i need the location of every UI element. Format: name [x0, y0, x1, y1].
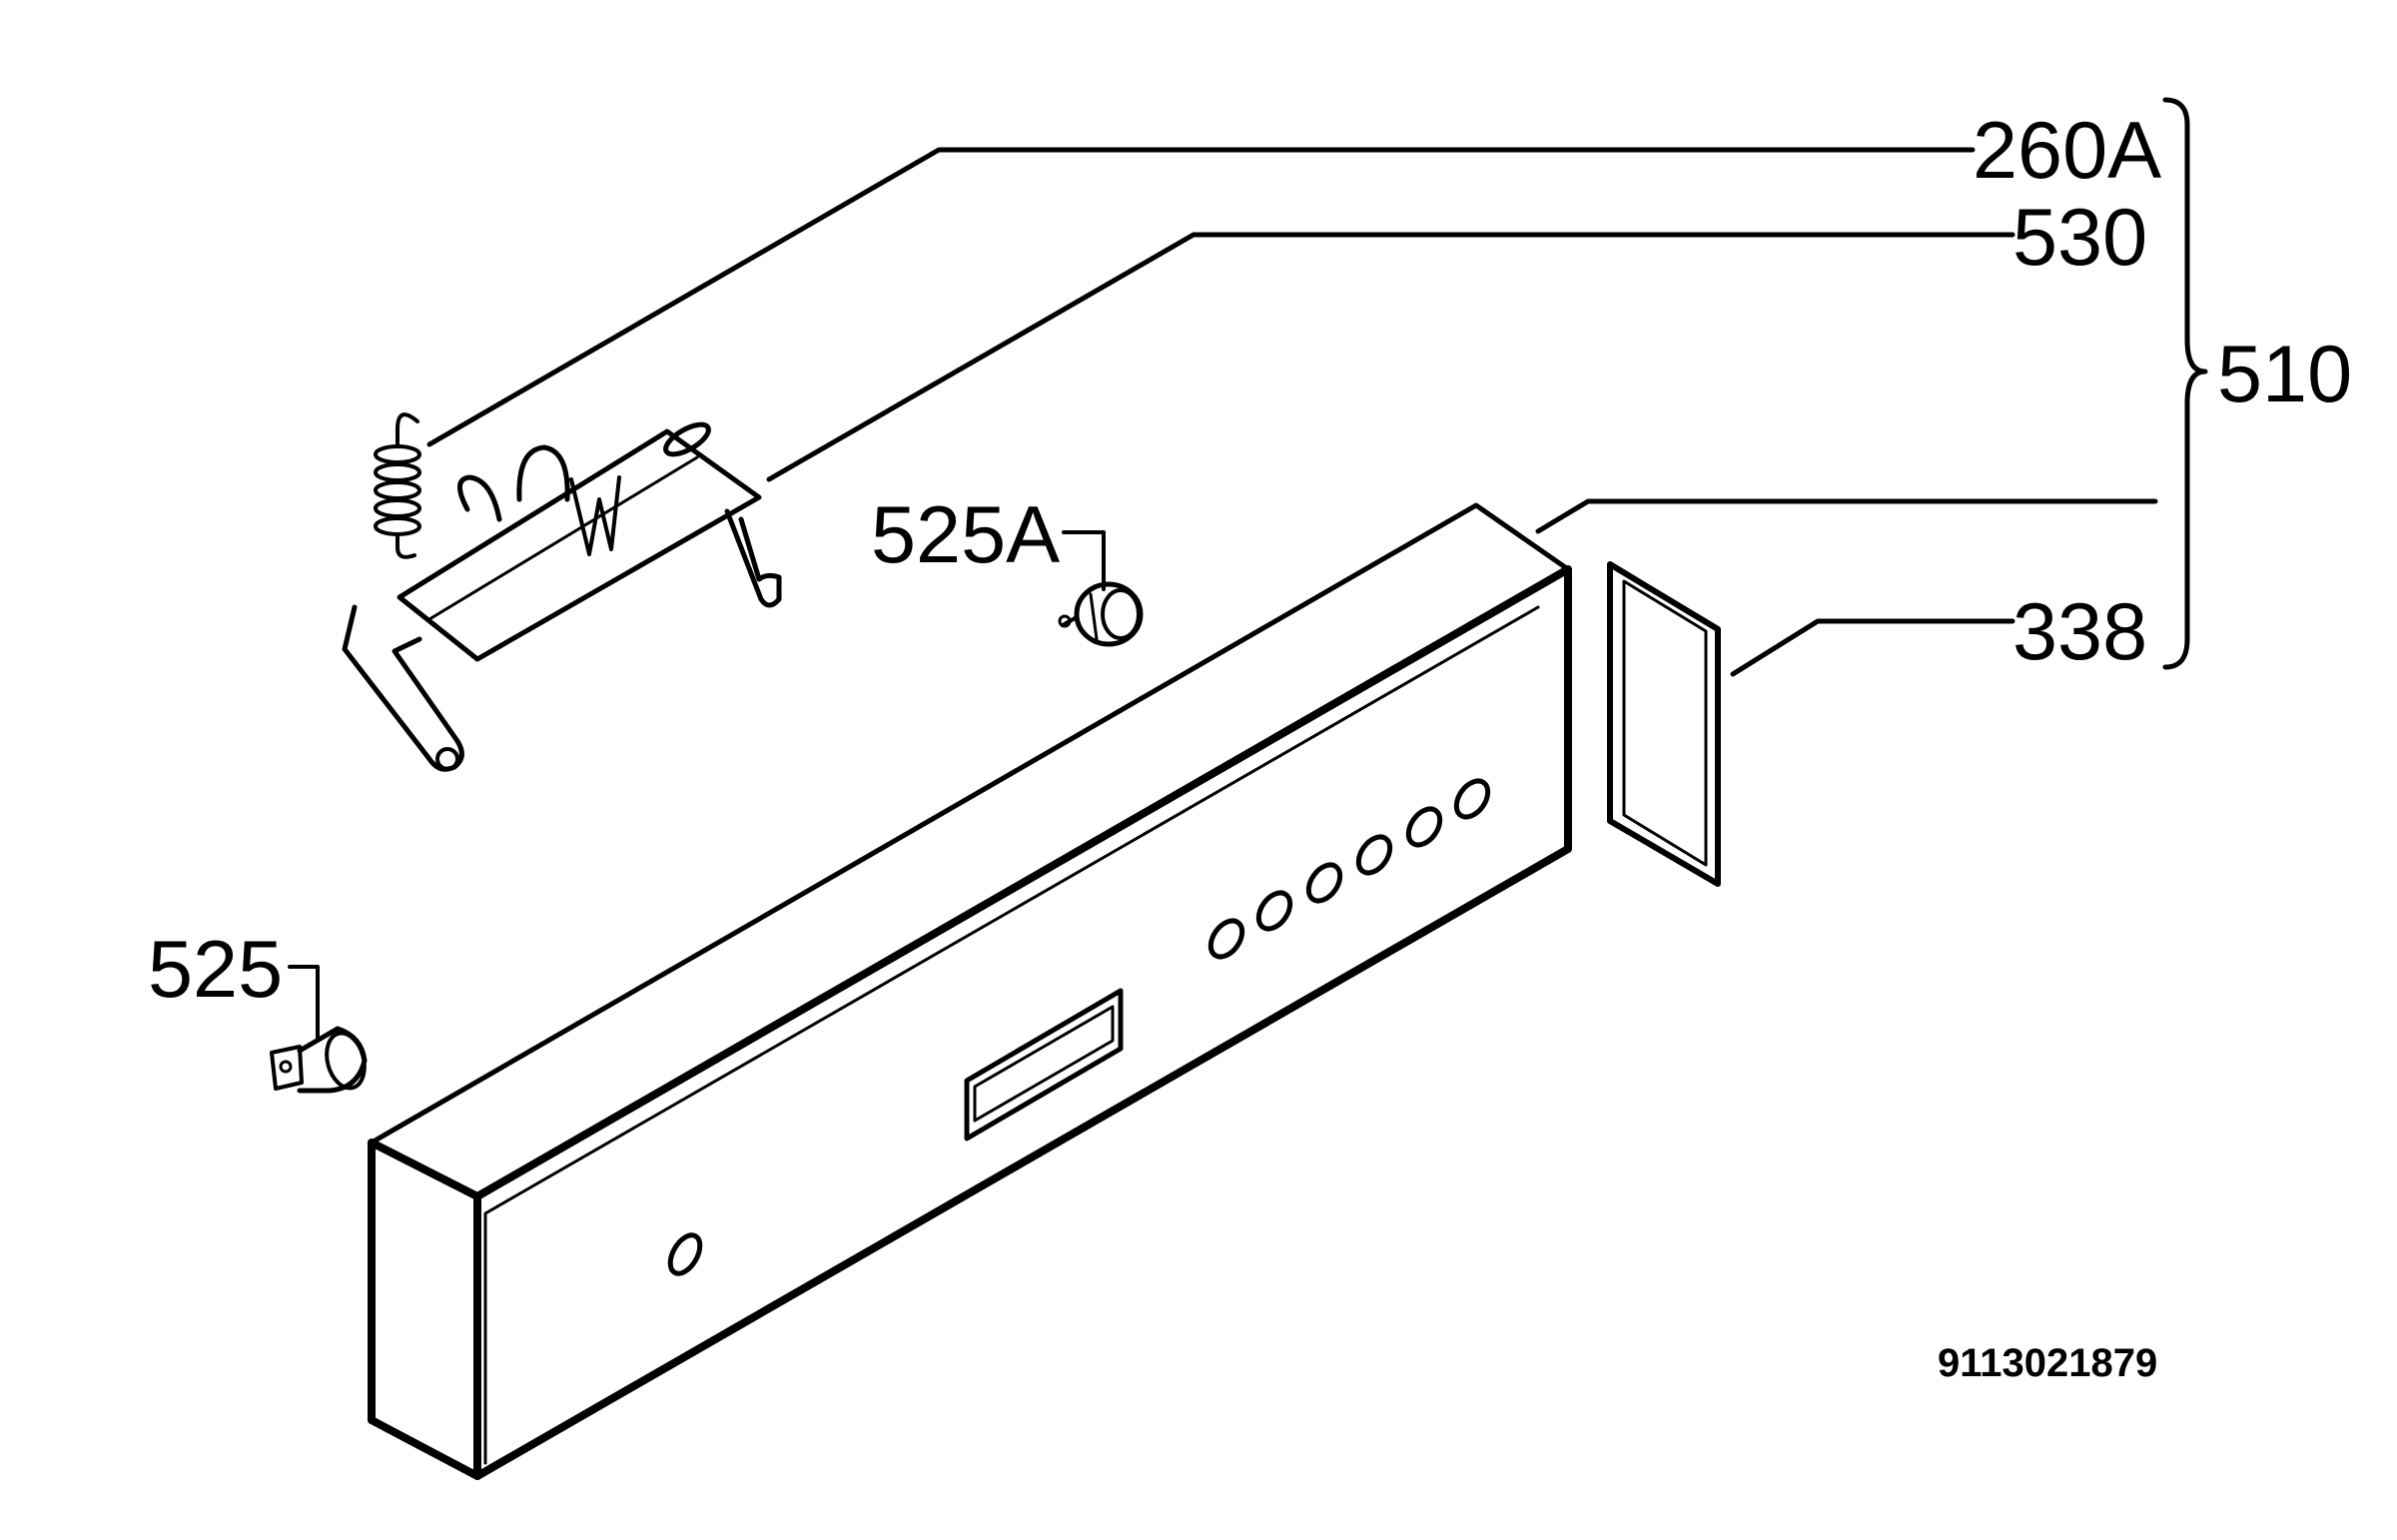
side-cap-338	[1607, 561, 1721, 887]
spring-hook-bottom	[396, 534, 416, 559]
leader-338	[1730, 618, 2015, 677]
door-latch-530	[342, 421, 782, 772]
spring-coil	[374, 462, 421, 482]
control-panel	[368, 502, 1572, 1480]
panel-button	[1405, 806, 1443, 848]
leader-260a	[426, 147, 1976, 447]
latch-end-cap	[663, 421, 711, 457]
part-labels: 260A 530 510 525A 338 525 9113021879	[148, 106, 2352, 1385]
label-510: 510	[2217, 330, 2352, 419]
panel-button	[1207, 918, 1245, 960]
leader-525	[288, 965, 320, 1041]
panel-button	[1453, 778, 1491, 820]
lamp-tab-hole	[279, 1060, 293, 1074]
latch-bar	[397, 428, 762, 662]
side-cap-inner	[1622, 579, 1708, 867]
latch-hook-mid	[516, 444, 570, 502]
label-260a: 260A	[1973, 106, 2161, 196]
latch-hook-left	[457, 474, 502, 522]
spring-coil	[374, 498, 421, 518]
label-525a: 525A	[871, 490, 1060, 580]
knob-ridge	[1089, 592, 1099, 641]
panel-front-face	[473, 565, 1572, 1480]
latch-pivot	[435, 747, 459, 771]
leader-530	[766, 232, 2015, 482]
spring-260a	[374, 412, 421, 559]
spring-coil	[374, 444, 421, 464]
panel-button	[1305, 862, 1343, 904]
lamp-tab	[270, 1045, 304, 1091]
leader-lines	[288, 147, 2158, 1041]
panel-display-inner	[973, 1005, 1115, 1123]
panel-end-face	[368, 1139, 481, 1480]
leader-panel	[1535, 498, 2158, 534]
knob-face	[1101, 588, 1141, 640]
leader-525a	[1062, 530, 1106, 591]
panel-button	[1255, 890, 1293, 932]
panel-button-holes	[1207, 778, 1491, 960]
latch-w-clip	[569, 475, 621, 556]
brace-510	[2162, 97, 2208, 670]
lamp-face	[325, 1031, 367, 1091]
label-338: 338	[2012, 587, 2147, 677]
spring-coil	[374, 516, 421, 536]
lamp-525	[270, 1026, 368, 1094]
document-number: 9113021879	[1938, 1341, 2157, 1385]
panel-power-button	[667, 1232, 703, 1276]
side-cap-outer	[1607, 561, 1721, 887]
latch-bar-edge	[427, 455, 699, 621]
spring-coil	[374, 480, 421, 500]
panel-button	[1355, 834, 1393, 876]
knob-shaft-tip	[1058, 614, 1072, 628]
spring-hook-top	[396, 412, 419, 446]
latch-leg-right	[724, 508, 782, 608]
label-530: 530	[2012, 193, 2147, 283]
panel-bevel	[483, 605, 1540, 1465]
label-525: 525	[148, 925, 283, 1015]
panel-display-window	[964, 988, 1124, 1142]
knob-525a	[1058, 581, 1144, 647]
